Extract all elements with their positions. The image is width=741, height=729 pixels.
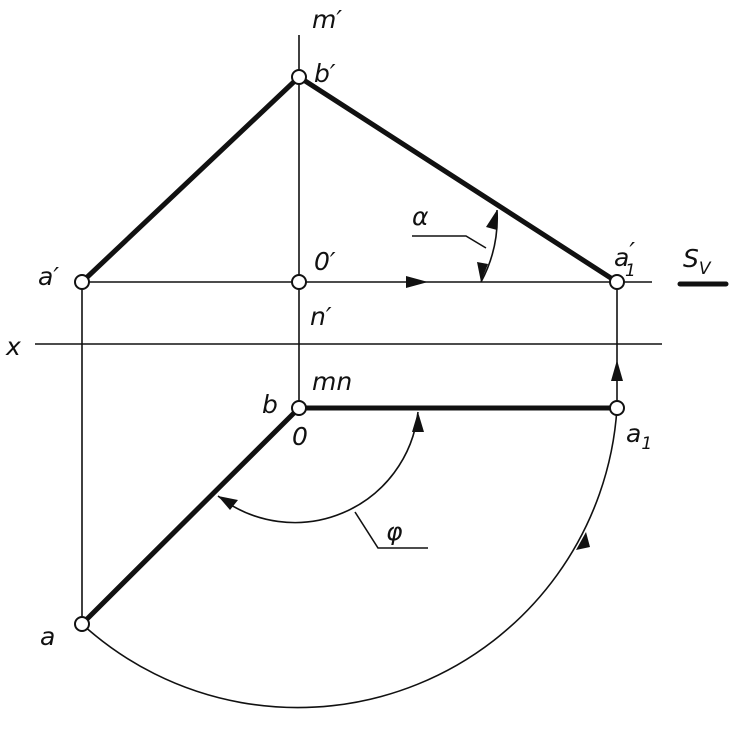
phi-angle-arc [217,411,419,524]
label-b-prime: b′ [314,59,336,88]
rotation-arc-a-to-a1 [81,407,618,709]
label-b: b [262,390,278,419]
arrowhead-phi-right [412,412,424,432]
label-a1: a1 [626,419,652,454]
label-a-prime: a′ [38,262,59,291]
phi-leader [354,511,428,549]
point-b-prime [291,69,307,85]
label-alpha: α [412,202,429,231]
point-a-prime [74,274,90,290]
arrowhead-trace [406,276,428,288]
label-x-axis: x [5,332,21,361]
arrowhead-arc-mid [576,532,590,550]
arrowhead-alpha-top [486,210,497,230]
point-a1 [609,400,625,416]
point-b [291,400,307,416]
label-sv: SV [683,244,712,279]
arrowhead-alpha-bottom [477,262,488,282]
segment-a-prime-b-prime [79,74,302,285]
label-n-prime: n′ [310,302,332,331]
label-sv-sub: V [699,259,712,279]
label-sv-base: S [683,244,699,273]
label-o: 0 [292,422,308,451]
label-a1-base: a [626,419,641,448]
point-a1-prime [609,274,625,290]
arrowhead-phi-left [218,496,238,510]
alpha-leader [412,235,487,249]
label-a1-prime-sub: 1 [625,261,636,281]
segment-b-a [79,405,302,627]
arrowhead-a1-link [611,360,623,381]
label-a1-prime: a′1 [614,237,636,281]
label-phi: φ [386,517,403,546]
label-a1-prime-base: a [614,243,629,272]
alpha-angle-arc [480,209,499,283]
label-o-prime: 0′ [314,247,336,276]
label-a1-sub: 1 [641,434,652,454]
point-a [74,616,90,632]
label-m-prime: m′ [312,5,342,34]
point-o-prime [291,274,307,290]
label-a1-prime-mark: ′ [629,237,635,266]
label-mn: mn [312,367,352,396]
segment-b-prime-a1-prime [296,74,620,285]
label-a: a [40,622,55,651]
